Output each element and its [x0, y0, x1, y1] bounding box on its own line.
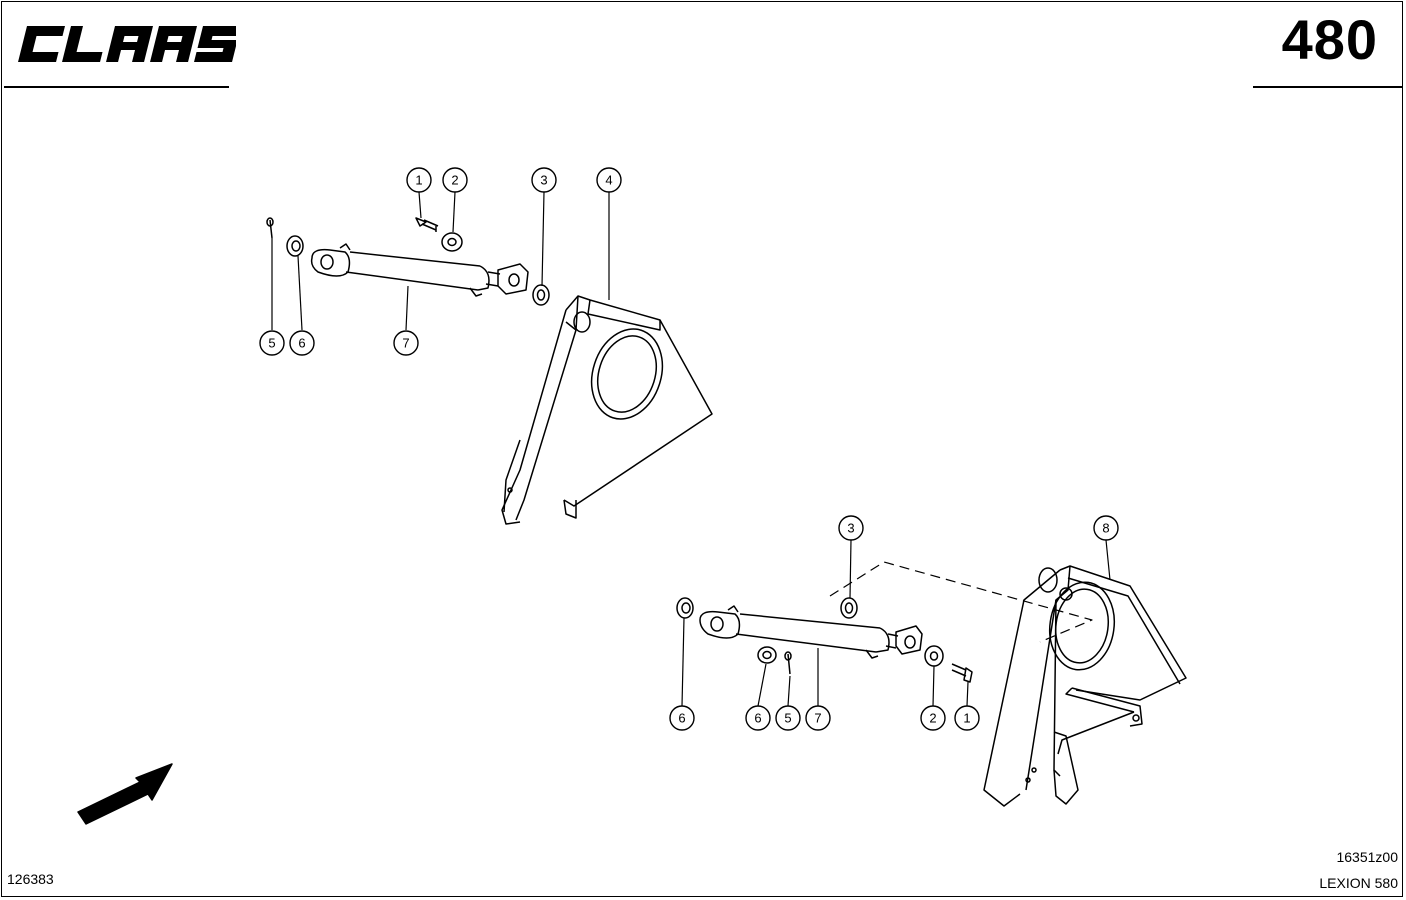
svg-text:5: 5: [784, 711, 791, 726]
svg-text:2: 2: [451, 173, 458, 188]
svg-text:6: 6: [678, 711, 685, 726]
callout-top-1: 1: [406, 167, 432, 193]
logo-underline: [4, 86, 229, 88]
callout-top-6: 6: [289, 330, 315, 356]
callout-top-5: 5: [259, 330, 285, 356]
small-washer-top: [532, 284, 550, 306]
svg-text:8: 8: [1102, 521, 1109, 536]
callout-top-7: 7: [393, 330, 419, 356]
washer-bottom-top: [840, 597, 858, 619]
cotter-pin-bottom: [784, 651, 792, 675]
callout-bottom-3: 3: [838, 515, 864, 541]
page-number: 480: [1281, 8, 1378, 71]
hydraulic-cylinder-bottom: [699, 605, 923, 659]
washer-bottom-middle: [757, 646, 777, 664]
washer-top: [286, 235, 304, 257]
callout-top-2: 2: [442, 167, 468, 193]
footer-drawing-code: 16351z00: [1336, 849, 1398, 865]
svg-text:1: 1: [415, 173, 422, 188]
svg-text:3: 3: [847, 521, 854, 536]
bolt-bottom: [951, 663, 973, 683]
svg-text:4: 4: [605, 173, 612, 188]
footer-left-code: 126383: [7, 871, 54, 887]
svg-text:5: 5: [268, 336, 275, 351]
cotter-pin-top: [266, 217, 274, 239]
footer-model: LEXION 580: [1319, 875, 1398, 891]
svg-text:3: 3: [540, 173, 547, 188]
mounting-frame-bottom: [983, 565, 1187, 807]
svg-text:1: 1: [963, 711, 970, 726]
svg-text:6: 6: [754, 711, 761, 726]
page-number-underline: [1253, 86, 1403, 88]
hydraulic-cylinder-top: [310, 243, 529, 297]
bolt-top: [415, 217, 439, 232]
callout-bottom-8: 8: [1093, 515, 1119, 541]
washer-bottom-left: [676, 597, 694, 619]
callout-bottom-5: 5: [775, 705, 801, 731]
svg-text:7: 7: [402, 336, 409, 351]
direction-arrow: [77, 763, 173, 825]
bracket-plate-top: [501, 295, 713, 525]
callout-top-3: 3: [531, 167, 557, 193]
svg-text:6: 6: [298, 336, 305, 351]
callout-bottom-1: 1: [954, 705, 980, 731]
callout-bottom-7: 7: [805, 705, 831, 731]
svg-text:7: 7: [814, 711, 821, 726]
callout-bottom-6a: 6: [669, 705, 695, 731]
claas-logo: [14, 22, 242, 66]
large-washer-top: [441, 232, 463, 252]
assembly-dashed-line: [829, 561, 1093, 643]
callout-bottom-6b: 6: [745, 705, 771, 731]
callout-bottom-2: 2: [920, 705, 946, 731]
large-washer-bottom: [924, 645, 944, 667]
svg-text:2: 2: [929, 711, 936, 726]
callout-top-4: 4: [596, 167, 622, 193]
